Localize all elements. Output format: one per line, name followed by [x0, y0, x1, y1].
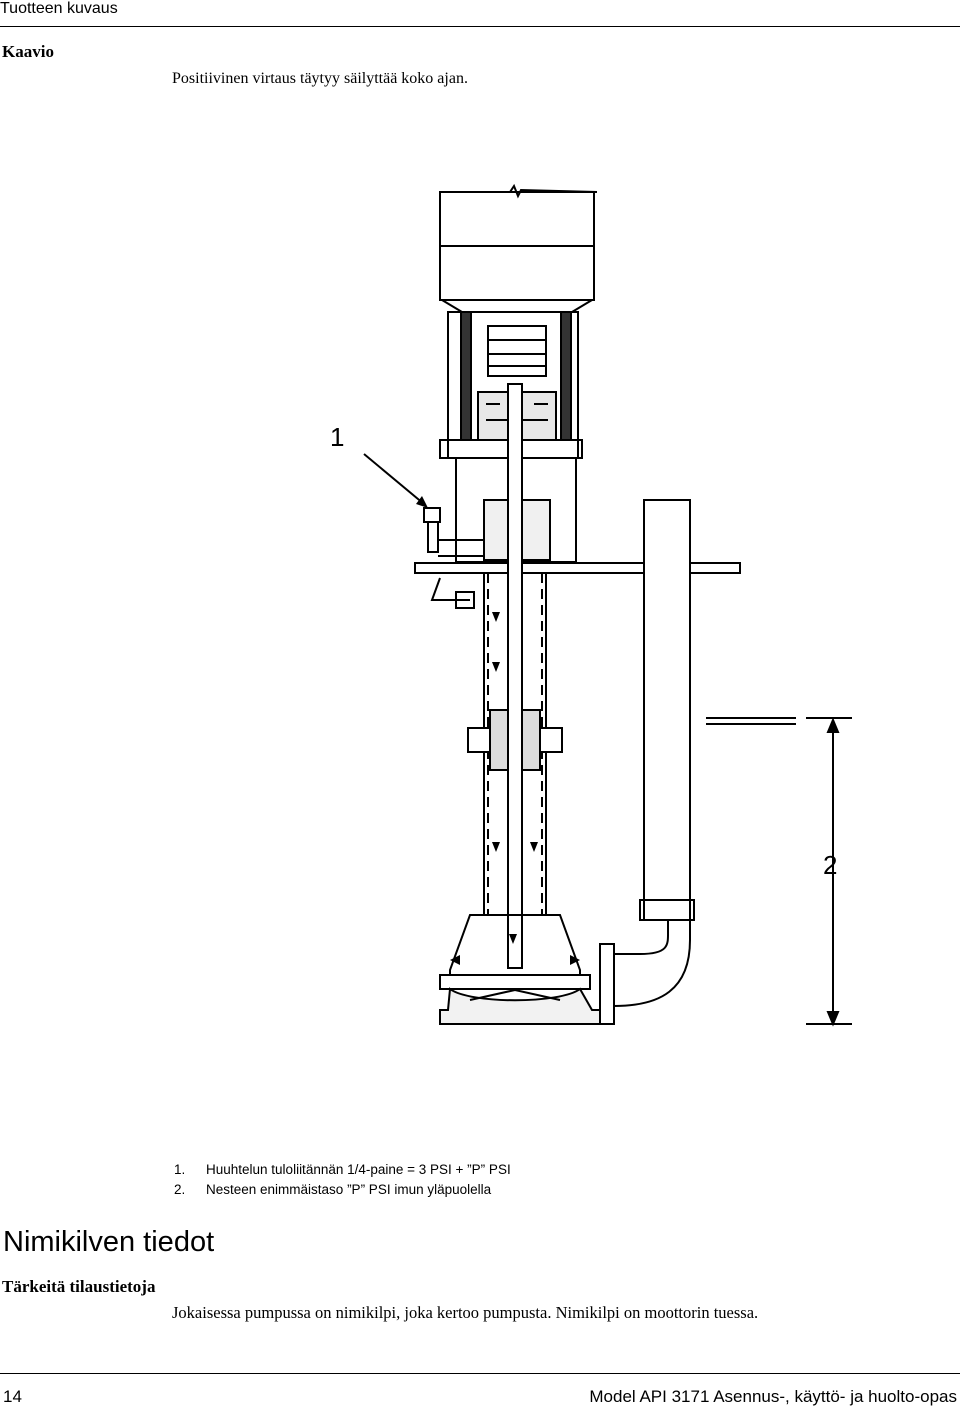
- legend-list: 1. Huuhtelun tuloliitännän 1/4-paine = 3 …: [174, 1160, 511, 1200]
- legend-item-text: Huuhtelun tuloliitännän 1/4-paine = 3 PS…: [206, 1162, 511, 1177]
- shaft: [507, 383, 523, 969]
- header-section-title: Tuotteen kuvaus: [0, 0, 118, 17]
- nameplate-heading: Nimikilven tiedot: [3, 1226, 215, 1258]
- flush-inlet-fitting: [423, 507, 484, 609]
- nameplate-subheading: Tärkeitä tilaustietoja: [2, 1277, 156, 1296]
- legend-item-number: 1.: [174, 1162, 186, 1177]
- callout-1-leader: [363, 453, 425, 505]
- discharge-pipe: [643, 499, 691, 921]
- coupling: [487, 325, 547, 377]
- legend-item: 1. Huuhtelun tuloliitännän 1/4-paine = 3 …: [174, 1160, 511, 1180]
- footer-document-title: Model API 3171 Asennus-, käyttö- ja huol…: [589, 1387, 957, 1406]
- legend-item-text: Nesteen enimmäistaso ”P” PSI imun yläpuo…: [206, 1182, 492, 1197]
- header-divider: [0, 26, 960, 27]
- pump-diagram: 1 2: [330, 183, 852, 1027]
- footer-divider: [0, 1373, 960, 1374]
- floor-plate: [414, 562, 741, 574]
- section-label: Kaavio: [2, 42, 54, 61]
- legend-item: 2. Nesteen enimmäistaso ”P” PSI imun yläp…: [174, 1180, 511, 1200]
- callout-1-number: 1: [330, 422, 344, 452]
- discharge-elbow: [613, 899, 691, 1007]
- impeller: [439, 987, 601, 1025]
- page-number: 14: [3, 1387, 22, 1406]
- motor-base: [441, 299, 593, 313]
- nameplate-body-text: Jokaisessa pumpussa on nimikilpi, joka k…: [172, 1303, 759, 1322]
- legend-item-number: 2.: [174, 1182, 186, 1197]
- intro-text: Positiivinen virtaus täytyy säilyttää ko…: [172, 70, 468, 87]
- callout-2-number: 2: [823, 850, 837, 880]
- discharge-flange: [599, 943, 615, 1025]
- casing-flange: [439, 974, 591, 990]
